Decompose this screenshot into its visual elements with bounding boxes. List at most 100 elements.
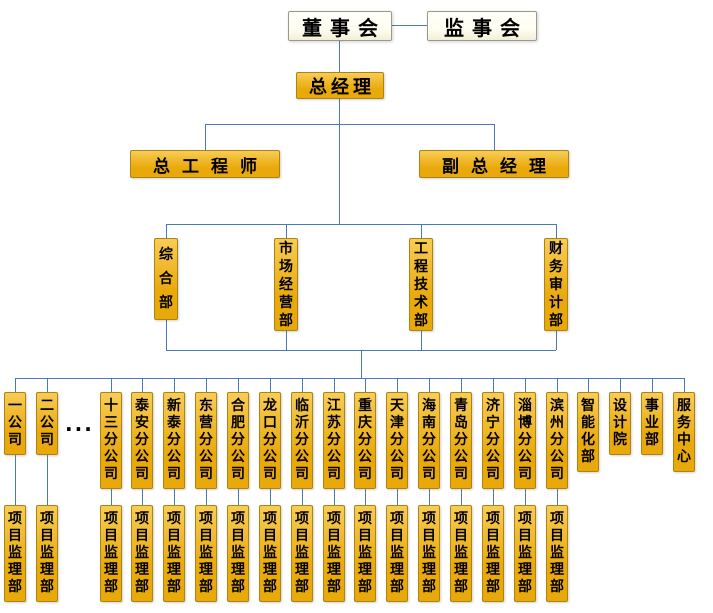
project-dept-box-label: 项目监理部 — [295, 511, 309, 595]
supervisory-board-box: 监事会 — [427, 11, 537, 41]
branch-box-label: 江苏分公司 — [327, 398, 341, 482]
department-box: 市场经营部 — [274, 238, 298, 331]
connector-line — [361, 350, 362, 378]
project-dept-box-label: 项目监理部 — [8, 511, 22, 595]
branch-box-label: 合肥分公司 — [231, 398, 245, 482]
project-dept-box: 项目监理部 — [100, 505, 122, 602]
connector-line — [421, 224, 422, 238]
branch-box-label: 海南分公司 — [422, 398, 436, 482]
project-dept-box-label: 项目监理部 — [231, 511, 245, 595]
branch-box-label: 东营分公司 — [199, 398, 213, 482]
connector-line — [429, 489, 430, 505]
branch-box-label: 泰安分公司 — [135, 398, 149, 482]
connector-line — [166, 224, 556, 225]
connector-line — [15, 378, 16, 392]
department-box: 综合部 — [154, 238, 178, 320]
branch-box: 临沂分公司 — [291, 392, 313, 489]
branch-box: 青岛分公司 — [450, 392, 472, 489]
connector-line — [652, 378, 653, 392]
connector-line — [47, 378, 48, 392]
branch-box: 合肥分公司 — [227, 392, 249, 489]
branch-box-label: 一公司 — [8, 398, 22, 448]
connector-line — [334, 489, 335, 505]
project-dept-box: 项目监理部 — [482, 505, 504, 602]
branch-box: 泰安分公司 — [131, 392, 153, 489]
project-dept-box: 项目监理部 — [291, 505, 313, 602]
project-dept-box: 项目监理部 — [546, 505, 568, 602]
branch-box: 重庆分公司 — [354, 392, 376, 489]
connector-line — [15, 455, 16, 505]
connector-line — [174, 489, 175, 505]
project-dept-box-label: 项目监理部 — [422, 511, 436, 595]
project-dept-box: 项目监理部 — [354, 505, 376, 602]
project-dept-box: 项目监理部 — [36, 505, 58, 602]
supervisory-board-label: 监事会 — [444, 15, 528, 40]
connector-line — [557, 378, 558, 392]
project-dept-box: 项目监理部 — [386, 505, 408, 602]
connector-line — [238, 489, 239, 505]
chief-engineer-box: 总工程师 — [130, 150, 280, 178]
connector-line — [111, 378, 112, 392]
department-label: 市场经营部 — [279, 240, 293, 329]
connector-line — [302, 378, 303, 392]
connector-line — [461, 489, 462, 505]
branch-box-label: 淄博分公司 — [518, 398, 532, 482]
connector-line — [302, 489, 303, 505]
connector-line — [166, 320, 167, 350]
chief-engineer-label: 总工程师 — [153, 156, 269, 177]
branch-box-label: 智能化部 — [581, 398, 595, 465]
project-dept-box-label: 项目监理部 — [263, 511, 277, 595]
connector-line — [334, 378, 335, 392]
branch-box-label: 事业部 — [645, 398, 659, 448]
connector-line — [525, 489, 526, 505]
connector-line — [142, 489, 143, 505]
connector-line — [15, 378, 684, 379]
branch-box: 淄博分公司 — [514, 392, 536, 489]
project-dept-box: 项目监理部 — [418, 505, 440, 602]
branch-box-label: 服务中心 — [677, 398, 691, 465]
general-manager-box: 总经理 — [296, 72, 384, 99]
connector-line — [286, 331, 287, 350]
project-dept-box: 项目监理部 — [227, 505, 249, 602]
branch-box: 新泰分公司 — [163, 392, 185, 489]
connector-line — [205, 124, 494, 125]
connector-line — [397, 378, 398, 392]
deputy-general-manager-box: 副总经理 — [419, 150, 569, 178]
connector-line — [142, 378, 143, 392]
connector-line — [365, 489, 366, 505]
branch-box: 设计院 — [609, 392, 631, 455]
connector-line — [525, 378, 526, 392]
project-dept-box-label: 项目监理部 — [135, 511, 149, 595]
project-dept-box: 项目监理部 — [450, 505, 472, 602]
project-dept-box-label: 项目监理部 — [486, 511, 500, 595]
connector-line — [238, 378, 239, 392]
project-dept-box-label: 项目监理部 — [550, 511, 564, 595]
connector-line — [270, 489, 271, 505]
branch-box-label: 十三分公司 — [104, 398, 118, 482]
connector-line — [286, 224, 287, 238]
connector-line — [392, 25, 427, 26]
connector-line — [461, 378, 462, 392]
connector-line — [684, 378, 685, 392]
project-dept-box: 项目监理部 — [163, 505, 185, 602]
project-dept-box-label: 项目监理部 — [327, 511, 341, 595]
connector-line — [620, 378, 621, 392]
project-dept-box-label: 项目监理部 — [199, 511, 213, 595]
branch-box-label: 二公司 — [40, 398, 54, 448]
connector-line — [205, 124, 206, 150]
connector-line — [588, 378, 589, 392]
connector-line — [174, 378, 175, 392]
connector-line — [339, 124, 340, 224]
project-dept-box: 项目监理部 — [514, 505, 536, 602]
connector-line — [270, 378, 271, 392]
branch-box: 事业部 — [641, 392, 663, 455]
connector-line — [493, 489, 494, 505]
project-dept-box: 项目监理部 — [259, 505, 281, 602]
branch-box-label: 济宁分公司 — [486, 398, 500, 482]
project-dept-box-label: 项目监理部 — [40, 511, 54, 595]
department-label: 财务审计部 — [549, 240, 563, 329]
branch-box: 天津分公司 — [386, 392, 408, 489]
branch-box: 二公司 — [36, 392, 58, 455]
project-dept-box-label: 项目监理部 — [390, 511, 404, 595]
